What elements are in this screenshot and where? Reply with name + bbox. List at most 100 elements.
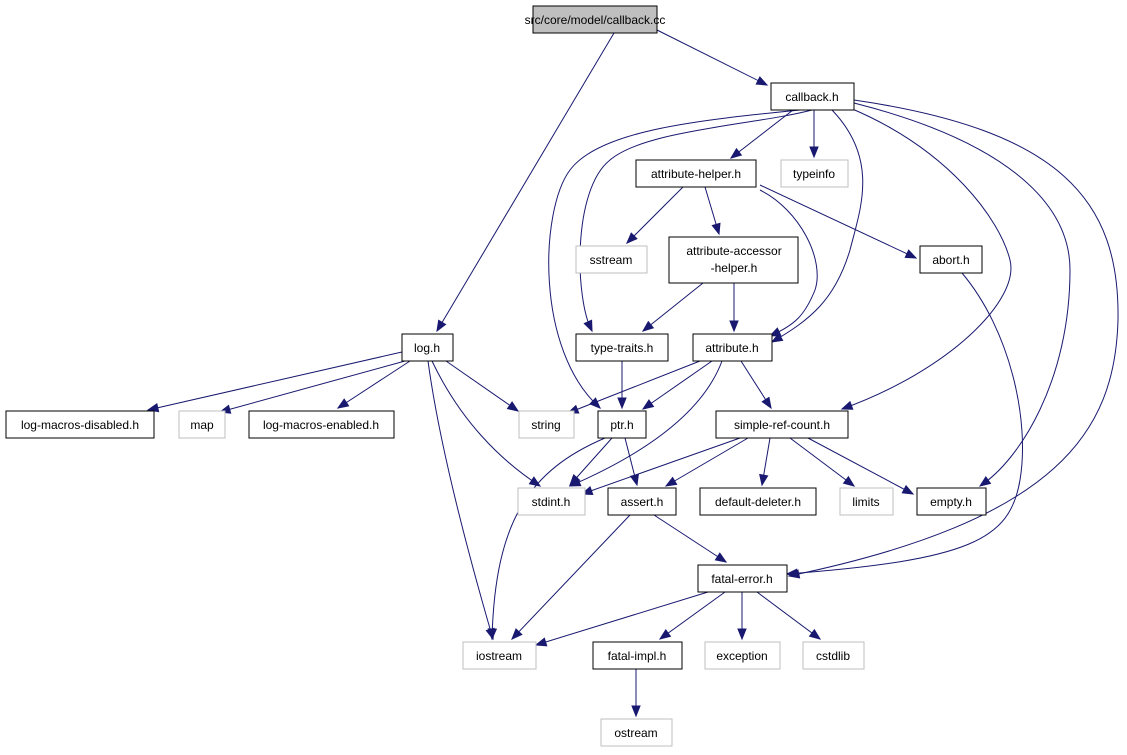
edge-arrowhead	[711, 222, 721, 236]
node-callback-h[interactable]: callback.h	[770, 82, 855, 111]
edge-arrowhead	[626, 232, 638, 244]
node-label: type-traits.h	[591, 341, 654, 355]
dependency-edge	[579, 109, 813, 332]
node-label: fatal-error.h	[711, 572, 772, 586]
node-label: limits	[852, 495, 879, 509]
node-label: string	[531, 418, 560, 432]
edge-arrowhead	[589, 397, 601, 409]
node-callback-cc: src/core/model/callback.cc	[525, 5, 666, 34]
dependency-edge	[219, 360, 406, 413]
node-attribute-helper-h[interactable]: attribute-helper.h	[635, 159, 757, 188]
dependency-edge	[567, 360, 701, 414]
edge-arrowhead	[641, 399, 655, 410]
dependency-edge	[642, 360, 713, 410]
edge-arrowhead	[631, 705, 641, 718]
dependency-edge	[789, 437, 855, 487]
dependency-edge	[656, 29, 768, 86]
node-log-macros-enabled-h[interactable]: log-macros-enabled.h	[248, 410, 395, 439]
dependency-edge	[491, 437, 606, 640]
node-abort-h[interactable]: abort.h	[919, 245, 983, 274]
node-stdint-h: stdint.h	[517, 487, 586, 516]
node-label: abort.h	[932, 253, 969, 267]
edge-arrowhead	[506, 401, 520, 412]
edge-arrowhead	[840, 400, 854, 410]
dependency-edge	[653, 514, 727, 563]
dependency-edge	[665, 437, 749, 487]
edge-arrowhead	[809, 146, 819, 159]
node-label: log-macros-disabled.h	[21, 418, 139, 432]
edge-arrowhead	[768, 327, 782, 337]
node-fatal-impl-h[interactable]: fatal-impl.h	[592, 641, 683, 670]
dependency-edge	[548, 109, 801, 409]
dependency-edge	[147, 351, 403, 411]
dependency-edge	[659, 591, 726, 640]
node-attribute-accessor-helper-h[interactable]: attribute-accessor -helper.h	[668, 236, 799, 284]
node-label: map	[190, 418, 214, 432]
dependency-edge	[626, 186, 684, 244]
dependency-edge	[642, 282, 704, 332]
node-label: fatal-impl.h	[608, 649, 667, 663]
dependency-edge	[436, 32, 615, 332]
dependency-edge	[788, 99, 1119, 577]
node-fatal-error-h[interactable]: fatal-error.h	[697, 564, 788, 593]
node-label: callback.h	[785, 90, 838, 104]
node-assert-h[interactable]: assert.h	[607, 487, 677, 516]
node-map: map	[178, 410, 226, 439]
node-typeinfo: typeinfo	[780, 159, 849, 188]
node-label: sstream	[590, 253, 633, 267]
node-log-macros-disabled-h[interactable]: log-macros-disabled.h	[5, 410, 155, 439]
graph-nodes: src/core/model/callback.cc callback.h at…	[5, 5, 987, 747]
dependency-edge	[786, 272, 1023, 575]
dependency-edge	[853, 102, 1071, 487]
node-label: log-macros-enabled.h	[263, 418, 379, 432]
node-label: attribute.h	[705, 341, 758, 355]
edge-arrowhead	[901, 484, 915, 495]
edge-arrowhead	[511, 628, 523, 640]
node-iostream: iostream	[462, 641, 537, 670]
dependency-edge	[756, 591, 821, 640]
edge-arrowhead	[785, 568, 798, 578]
node-label: attribute-accessor	[686, 244, 781, 258]
dependency-edge	[445, 360, 519, 412]
node-type-traits-h[interactable]: type-traits.h	[575, 333, 669, 362]
edge-arrowhead	[714, 552, 728, 563]
dependency-edge	[807, 437, 914, 495]
node-label: typeinfo	[793, 167, 835, 181]
node-simple-ref-count-h[interactable]: simple-ref-count.h	[715, 410, 849, 439]
node-label: src/core/model/callback.cc	[525, 13, 666, 27]
dependency-edge	[771, 109, 864, 343]
node-label: ostream	[614, 726, 657, 740]
edge-arrowhead	[737, 628, 747, 641]
dependency-edge	[427, 360, 494, 640]
node-log-h[interactable]: log.h	[401, 333, 454, 362]
edge-arrowhead	[658, 629, 672, 640]
node-label: log.h	[414, 341, 440, 355]
edge-arrowhead	[761, 396, 772, 410]
node-label: simple-ref-count.h	[734, 418, 830, 432]
edge-arrowhead	[664, 476, 678, 487]
node-label: -helper.h	[711, 261, 758, 275]
dependency-edge	[569, 360, 723, 487]
edge-arrowhead	[729, 147, 743, 159]
dependency-edge	[511, 514, 631, 640]
edge-arrowhead	[729, 320, 739, 333]
node-limits: limits	[839, 487, 894, 516]
edge-arrowhead	[583, 319, 593, 333]
node-label: attribute-helper.h	[651, 167, 741, 181]
node-sstream: sstream	[575, 245, 648, 274]
dependency-edge	[569, 437, 613, 486]
dependency-edge	[431, 360, 541, 487]
edge-arrowhead	[978, 476, 992, 487]
node-attribute-h[interactable]: attribute.h	[692, 333, 773, 362]
dependency-edge	[535, 591, 709, 646]
node-exception: exception	[704, 641, 781, 670]
node-empty-h[interactable]: empty.h	[916, 487, 987, 516]
node-ptr-h[interactable]: ptr.h	[597, 410, 647, 439]
edge-arrowhead	[755, 76, 769, 86]
edge-arrowhead	[842, 475, 856, 487]
node-label: default-deleter.h	[715, 495, 801, 509]
edge-arrowhead	[534, 637, 548, 647]
node-cstdlib: cstdlib	[802, 641, 865, 670]
node-default-deleter-h[interactable]: default-deleter.h	[699, 487, 817, 516]
